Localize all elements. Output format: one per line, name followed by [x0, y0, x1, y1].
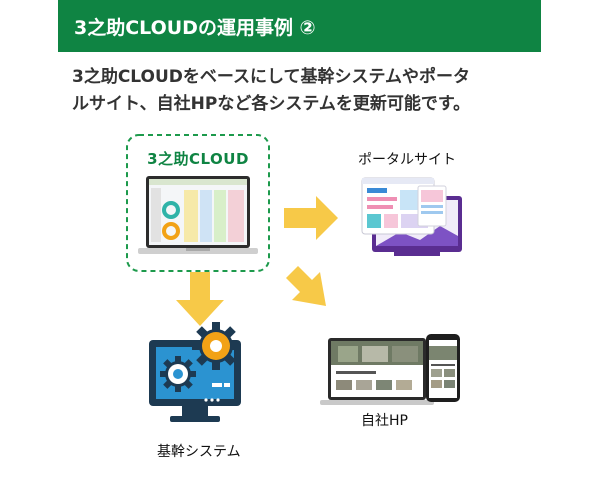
portal-browser-icon [361, 177, 462, 256]
arrow-right [284, 196, 338, 240]
arrow-diagonal [286, 266, 326, 306]
gear-large-icon [192, 322, 240, 370]
hp-label: 自社HP [361, 413, 408, 429]
intro-line-1: 3之助CLOUDをベースにして基幹システムやポータ [72, 67, 471, 87]
portal-label: ポータルサイト [358, 152, 456, 168]
core-system-label: 基幹システム [157, 444, 241, 460]
laptop-icon [138, 176, 258, 254]
arrow-down [176, 272, 224, 326]
page-header: 3之助CLOUDの運用事例 ② [58, 0, 541, 52]
intro-line-2: ルサイト、自社HPなど各システムを更新可能です。 [72, 94, 471, 114]
intro-text: 3之助CLOUDをベースにして基幹システムやポータ ルサイト、自社HPなど各シス… [72, 64, 542, 118]
hp-phone-icon [426, 334, 460, 402]
page-title: 3之助CLOUDの運用事例 ② [74, 16, 316, 39]
gear-small-icon [160, 356, 196, 392]
hp-laptop-icon [320, 338, 434, 405]
center-frame [126, 134, 270, 272]
center-logo: 3之助CLOUD [147, 150, 249, 168]
